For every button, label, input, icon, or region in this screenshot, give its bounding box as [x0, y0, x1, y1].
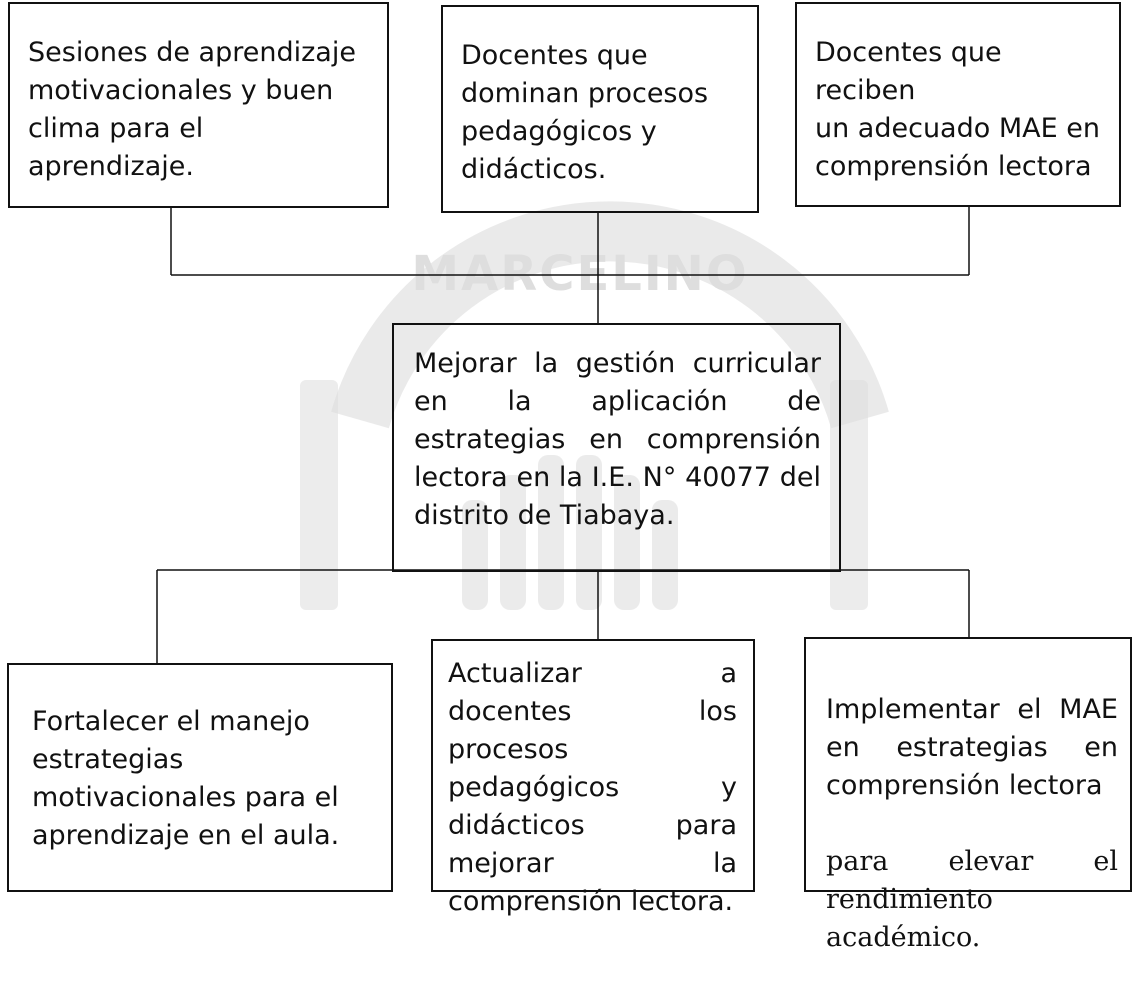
- box-text: Sesiones de aprendizaje motivacionales y…: [28, 37, 356, 182]
- box-text: Docentes que reciben un adecuado MAE en …: [815, 37, 1100, 182]
- central-objective-box: Mejorar la gestión curricular en la apli…: [392, 323, 841, 572]
- action-box-update-teachers: Actualizar a docentes los procesos pedag…: [431, 639, 755, 917]
- box-text-serif: para elevar el rendimiento académico.: [826, 846, 1118, 953]
- action-box-implement-mae: Implementar el MAE en estrategias en com…: [804, 637, 1132, 953]
- box-text-sans: Implementar el MAE en estrategias en com…: [826, 694, 1118, 801]
- box-text: Docentes que dominan procesos pedagógico…: [461, 40, 709, 185]
- cause-box-motivational-sessions: Sesiones de aprendizaje motivacionales y…: [8, 2, 389, 208]
- box-text: Actualizar a docentes los procesos pedag…: [448, 658, 737, 917]
- box-text: Fortalecer el manejo estrategias motivac…: [32, 706, 340, 851]
- central-objective-text: Mejorar la gestión curricular en la apli…: [414, 348, 821, 531]
- cause-box-teacher-processes: Docentes que dominan procesos pedagógico…: [441, 5, 759, 213]
- box-text-wrapper: Implementar el MAE en estrategias en com…: [826, 653, 1118, 995]
- cause-box-mae-reading: Docentes que reciben un adecuado MAE en …: [795, 2, 1121, 207]
- action-box-strengthen-strategies: Fortalecer el manejo estrategias motivac…: [7, 663, 393, 892]
